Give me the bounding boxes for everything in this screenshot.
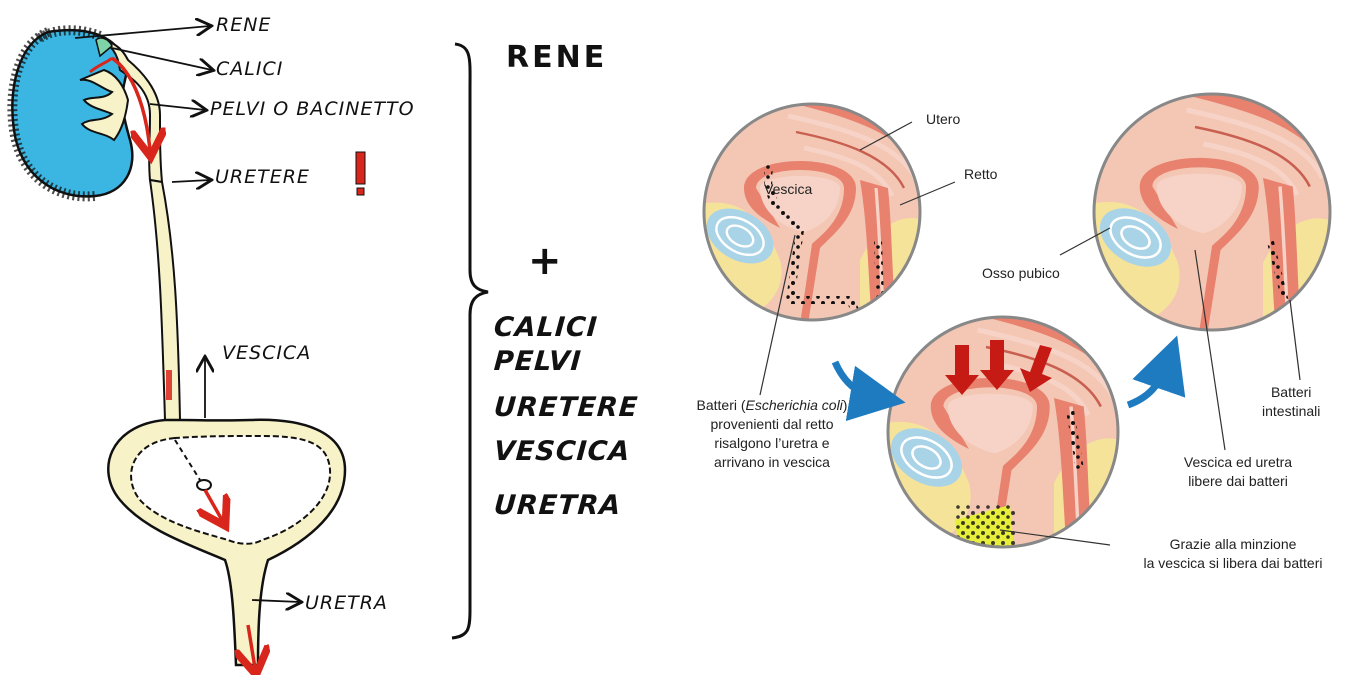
label-calici: CALICI [216, 58, 283, 80]
libere-line2: libere dai batteri [1188, 473, 1288, 489]
ecoli-line4: arrivano in vescica [714, 454, 830, 470]
label-uretra: URETRA [305, 592, 388, 614]
label-utero: Utero [926, 110, 960, 129]
exclamation-mark [356, 152, 365, 195]
summary-title: RENE [506, 40, 607, 75]
libere-line1: Vescica ed uretra [1184, 454, 1292, 470]
ecoli-line3: risalgono l’uretra e [714, 435, 829, 451]
curly-brace [452, 44, 488, 638]
label-retto: Retto [964, 165, 997, 184]
summary-item: PELVI [493, 346, 583, 377]
summary-plus: + [528, 238, 563, 284]
label-minzione: Grazie alla minzione la vescica si liber… [1118, 535, 1348, 573]
label-osso-pubico: Osso pubico [982, 264, 1060, 283]
ecoli-line2: provenienti dal retto [711, 416, 834, 432]
label-rene: RENE [216, 14, 271, 36]
minzione-line2: la vescica si libera dai batteri [1144, 555, 1323, 571]
kidney-drawing [12, 30, 162, 196]
label-vescica: VESCICA [222, 342, 311, 364]
label-uretere: URETERE [215, 166, 310, 188]
label-batteri-intestinali: Batteri intestinali [1262, 383, 1320, 421]
label-libere-batteri: Vescica ed uretra libere dai batteri [1168, 453, 1308, 491]
ureter-drawing [150, 180, 180, 420]
ecoli-line1: Batteri (Escherichia coli) [697, 397, 848, 413]
label-batteri-ecoli: Batteri (Escherichia coli) provenienti d… [676, 396, 868, 472]
summary-item: URETERE [493, 392, 639, 423]
label-vescica-panel: Vescica [764, 180, 812, 199]
batteri-intestinali-line1: Batteri [1271, 384, 1311, 400]
minzione-line1: Grazie alla minzione [1170, 536, 1297, 552]
summary-item: URETRA [493, 490, 622, 521]
summary-item: VESCICA [493, 436, 632, 467]
bladder-drawing [108, 420, 345, 668]
label-pelvi: PELVI O BACINETTO [210, 98, 415, 120]
summary-item: CALICI [493, 312, 599, 343]
batteri-intestinali-line2: intestinali [1262, 403, 1320, 419]
